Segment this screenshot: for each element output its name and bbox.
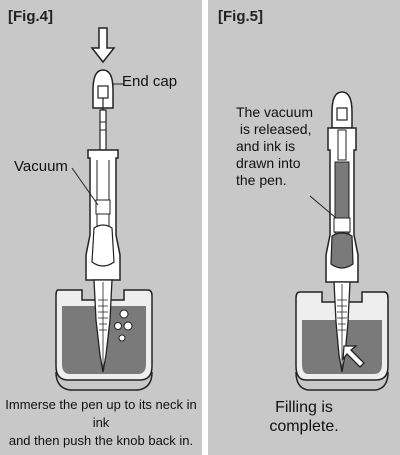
end-cap: [92, 69, 114, 110]
fig5-label: [Fig.5]: [218, 8, 263, 25]
fig4-caption-line: and then push the knob back in.: [8, 433, 194, 448]
fig5-illustration: [295, 91, 389, 391]
fig4-illustration: [55, 27, 153, 391]
fig4-caption: Immerse the pen up to its neck in ink an…: [0, 396, 202, 450]
vacuum-leader: [71, 167, 99, 206]
fig5-caption-line: Filling is: [275, 399, 333, 416]
fig4-caption-line: Immerse the pen up to its neck in ink: [5, 397, 197, 430]
callout-line: The vacuum: [236, 104, 314, 120]
callout-line: and ink is: [236, 138, 296, 154]
fig5-caption: Filling is complete.: [208, 398, 400, 436]
fig4-label: [Fig.4]: [8, 8, 53, 25]
fig5-panel: [Fig.5] The vacuum: [208, 0, 400, 455]
pen-section: [333, 281, 351, 373]
fig5-caption-line: complete.: [269, 418, 339, 435]
pen-section: [93, 279, 113, 373]
pen-barrel: [325, 91, 359, 283]
fig4-panel: [Fig.4]: [0, 0, 202, 455]
ink-callout-leader: [309, 195, 337, 219]
pen-barrel: [85, 149, 121, 281]
vacuum-callout: Vacuum: [14, 158, 68, 175]
callout-line: is released,: [236, 121, 312, 137]
vacuum-released-callout: The vacuum is released, and ink is drawn…: [236, 104, 313, 189]
down-arrow-icon: [90, 27, 116, 64]
up-left-arrow-icon: [342, 345, 365, 368]
piston-rod: [99, 109, 107, 151]
callout-line: drawn into: [236, 155, 301, 171]
end-cap-callout: End cap: [122, 73, 178, 90]
callout-line: the pen.: [236, 172, 287, 188]
